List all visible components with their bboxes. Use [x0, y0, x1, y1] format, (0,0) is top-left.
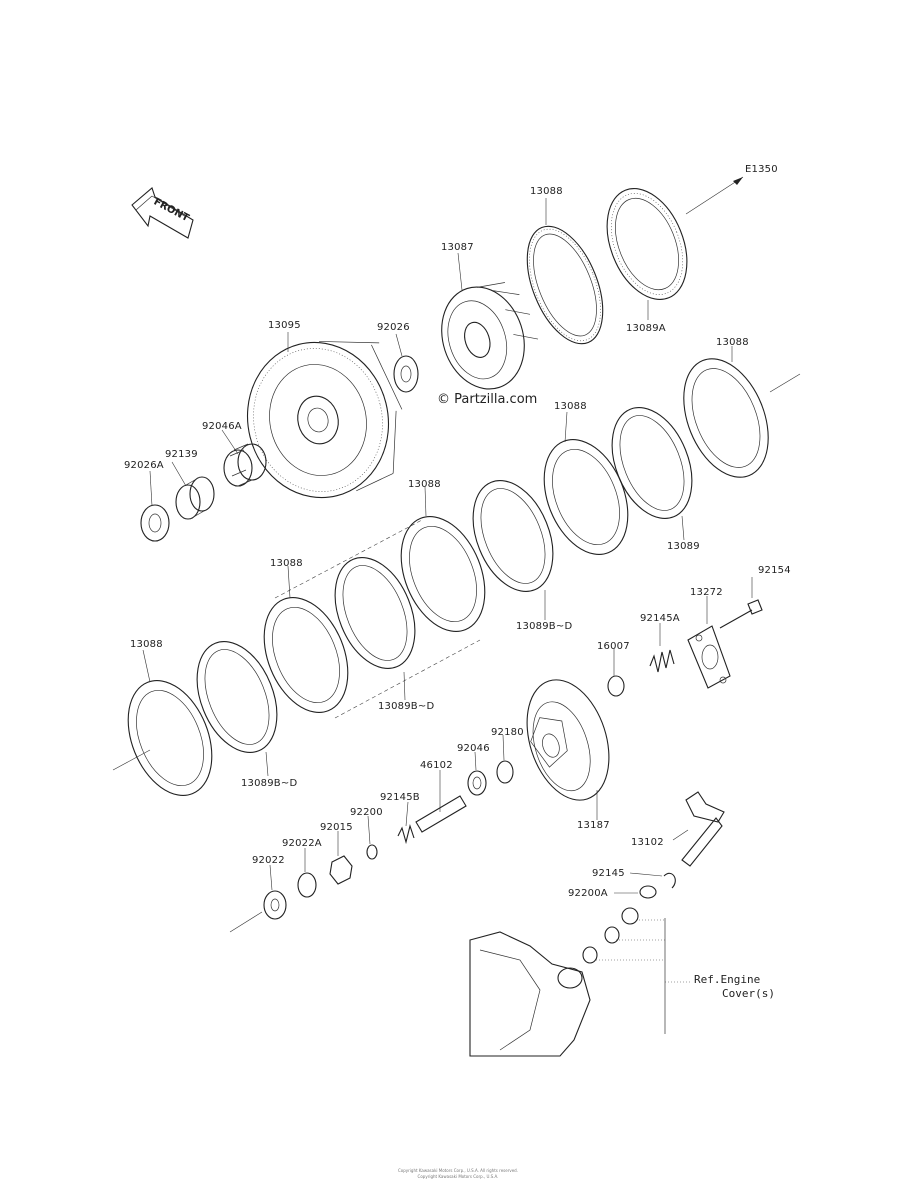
- friction-plate-right: [683, 358, 769, 478]
- copyright-line1: Copyright Kawasaki Motors Corp., U.S.A. …: [398, 1168, 518, 1173]
- part-labels: 13088 13087 13089A 13095 92026 13088 130…: [124, 186, 791, 899]
- reference-callout: E1350: [685, 164, 778, 215]
- label-13088-left2: 13088: [270, 558, 303, 569]
- label-13089bd-1: 13089B~D: [516, 621, 572, 632]
- pushrod-46102: [415, 795, 467, 833]
- washer-92180: [496, 760, 514, 784]
- steel-plate-bd-3: [196, 641, 278, 753]
- steel-plate-a: [606, 188, 688, 300]
- bearing-small-2-icon: [582, 946, 598, 964]
- watermark: © Partzilla.com: [437, 392, 537, 407]
- steel-plate-13089: [611, 407, 693, 519]
- seal-icon: [621, 907, 639, 925]
- label-92139: 92139: [165, 449, 198, 460]
- label-13089bd-3: 13089B~D: [241, 778, 297, 789]
- washer-92200: [366, 844, 378, 860]
- label-92026a: 92026A: [124, 460, 164, 471]
- label-13272: 13272: [690, 587, 723, 598]
- label-92022: 92022: [252, 855, 285, 866]
- label-92200: 92200: [350, 807, 383, 818]
- ref-note-line2: Cover(s): [722, 987, 775, 1000]
- washer-92022: [263, 890, 287, 920]
- label-13088-mid: 13088: [554, 401, 587, 412]
- label-13089: 13089: [667, 541, 700, 552]
- friction-plate-center: [400, 516, 486, 632]
- label-13088-left: 13088: [130, 639, 163, 650]
- label-13087: 13087: [441, 242, 474, 253]
- label-92145a: 92145A: [640, 613, 680, 624]
- label-92154: 92154: [758, 565, 791, 576]
- front-arrow-icon: FRONT: [131, 187, 194, 239]
- reference-label: E1350: [745, 164, 778, 175]
- label-13187: 13187: [577, 820, 610, 831]
- engine-cover: [469, 931, 591, 1057]
- spring-92145: [663, 872, 676, 889]
- clutch-housing: [246, 341, 403, 499]
- label-92180: 92180: [491, 727, 524, 738]
- friction-plate-top: [526, 225, 604, 345]
- label-16007: 16007: [597, 641, 630, 652]
- label-13102: 13102: [631, 837, 664, 848]
- washer-92026a: [140, 504, 170, 542]
- steel-plate-bd-1: [472, 480, 554, 592]
- label-92046a: 92046A: [202, 421, 242, 432]
- spring-92145b: [397, 824, 415, 845]
- label-92145: 92145: [592, 868, 625, 879]
- friction-plate-mid: [543, 439, 629, 555]
- collar: [175, 476, 215, 520]
- label-13089a: 13089A: [626, 323, 666, 334]
- label-92145b: 92145B: [380, 792, 420, 803]
- nut-92015: [329, 855, 353, 885]
- label-13095: 13095: [268, 320, 301, 331]
- label-46102: 46102: [420, 760, 453, 771]
- label-13088-right: 13088: [716, 337, 749, 348]
- ring-16007: [607, 675, 625, 697]
- leader-lines: [142, 198, 753, 894]
- spring-92145a: [649, 649, 675, 673]
- pressure-plate: [526, 679, 610, 801]
- friction-plate-left2: [263, 597, 349, 713]
- label-92015: 92015: [320, 822, 353, 833]
- copyright-line2: Copyright Kawasaki Motors Corp., U.S.A.: [418, 1174, 499, 1179]
- bearing-92046: [467, 770, 487, 796]
- lifter-plate: [687, 625, 731, 689]
- release-shaft: [681, 791, 725, 867]
- ref-note-line1: Ref.Engine: [694, 973, 760, 986]
- steel-plate-bd-2: [334, 557, 416, 669]
- label-13089bd-2: 13089B~D: [378, 701, 434, 712]
- washer-92026: [393, 355, 419, 393]
- label-92200a: 92200A: [568, 888, 608, 899]
- label-92046: 92046: [457, 743, 490, 754]
- friction-plate-left: [127, 680, 213, 796]
- bolt-92154: [719, 599, 763, 629]
- clutch-hub: [441, 282, 539, 390]
- washer-92022a: [297, 872, 317, 898]
- label-13088-top: 13088: [530, 186, 563, 197]
- label-92022a: 92022A: [282, 838, 322, 849]
- label-92026: 92026: [377, 322, 410, 333]
- needle-bearing: [223, 443, 267, 487]
- washer-92200a: [639, 885, 657, 899]
- bearing-small-icon: [604, 926, 620, 944]
- label-13088-center: 13088: [408, 479, 441, 490]
